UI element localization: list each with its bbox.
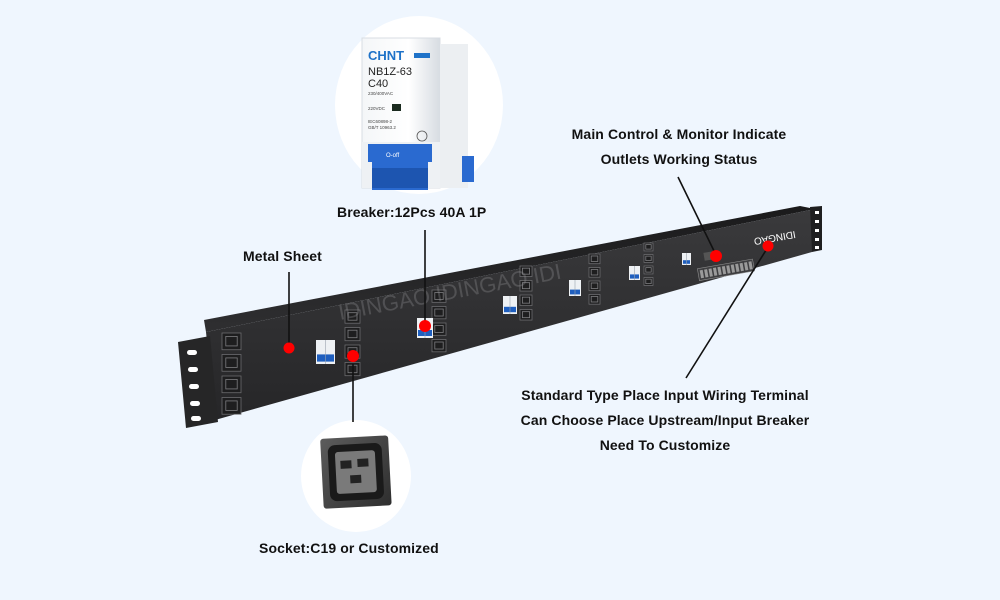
leader-lines — [288, 176, 769, 422]
c19-outlet — [643, 265, 654, 275]
breaker-closeup: CHNT NB1Z-63 C40 230/400VAC 220VDC IEC60… — [361, 37, 474, 190]
marker-metal-sheet — [283, 342, 295, 354]
c19-outlet — [221, 397, 242, 415]
leader-main-control — [677, 176, 717, 256]
breaker-brand: CHNT — [368, 48, 404, 63]
c19-outlet — [643, 254, 654, 263]
c19-outlet — [519, 265, 533, 277]
breaker-module — [682, 253, 691, 265]
terminal-slot — [712, 267, 718, 276]
c19-outlet — [519, 309, 533, 321]
label-metal-sheet: Metal Sheet — [243, 248, 322, 264]
left-rack-ear-slots — [187, 350, 201, 421]
c19-outlet — [221, 354, 242, 372]
terminal-slot — [717, 266, 722, 276]
c19-outlet — [431, 306, 447, 320]
terminal-slot — [735, 263, 740, 273]
breaker-rating: C40 — [368, 78, 388, 90]
markers — [283, 240, 774, 362]
terminal-slot — [721, 265, 727, 275]
breaker-standard-1: IEC60898-2 — [368, 119, 393, 124]
label-input-terminal: Standard Type Place Input Wiring Termina… — [520, 387, 810, 453]
marker-breaker — [419, 320, 431, 332]
marker-socket — [347, 350, 359, 362]
terminal-slot — [726, 265, 731, 274]
breaker-dc: 220VDC — [368, 106, 386, 111]
breaker-voltage: 230/400VAC — [368, 91, 394, 96]
c19-outlet — [431, 339, 447, 353]
c19-outlet — [221, 332, 242, 351]
terminal-slot — [699, 269, 705, 279]
outlet-groups — [221, 242, 654, 415]
terminal-slot — [739, 262, 744, 272]
c19-outlet — [221, 375, 242, 394]
c19-outlet — [588, 294, 601, 305]
c19-outlet — [643, 277, 654, 286]
c19-outlet — [643, 242, 654, 252]
c19-outlet — [519, 280, 533, 292]
label-main-control: Main Control & Monitor Indicate Outlets … — [571, 126, 787, 167]
c19-outlet — [344, 327, 361, 342]
c19-outlet — [344, 309, 361, 324]
c19-outlet — [588, 253, 601, 265]
c19-outlet — [519, 294, 533, 306]
breaker-switch-label: O-off — [386, 153, 400, 159]
label-breaker: Breaker:12Pcs 40A 1P — [337, 204, 487, 220]
marker-main-control — [710, 250, 722, 262]
breaker-module — [629, 266, 640, 280]
terminal-slot — [748, 261, 753, 270]
pdu-top-face — [204, 206, 815, 332]
c19-outlet — [431, 289, 447, 303]
leader-input-terminal — [685, 246, 769, 379]
breaker-module — [503, 296, 517, 314]
breaker-standard-2: GB/T 10963.2 — [368, 125, 396, 130]
c19-outlet — [588, 267, 601, 278]
terminal-slot — [708, 268, 713, 277]
terminal-slot — [704, 269, 709, 278]
marker-input-terminal — [762, 240, 774, 252]
breaker-model: NB1Z-63 — [368, 66, 412, 78]
left-rack-ear — [178, 336, 218, 428]
terminal-slot — [744, 262, 749, 271]
input-wiring-terminal — [697, 258, 755, 281]
c19-outlet — [588, 280, 601, 292]
breaker-module — [316, 340, 335, 364]
terminal-slot — [730, 264, 736, 273]
c19-outlet — [431, 322, 447, 336]
socket-closeup — [320, 435, 392, 509]
right-rack-ear-slots — [815, 211, 819, 249]
label-socket: Socket:C19 or Customized — [259, 540, 439, 556]
breaker-module — [569, 280, 581, 296]
